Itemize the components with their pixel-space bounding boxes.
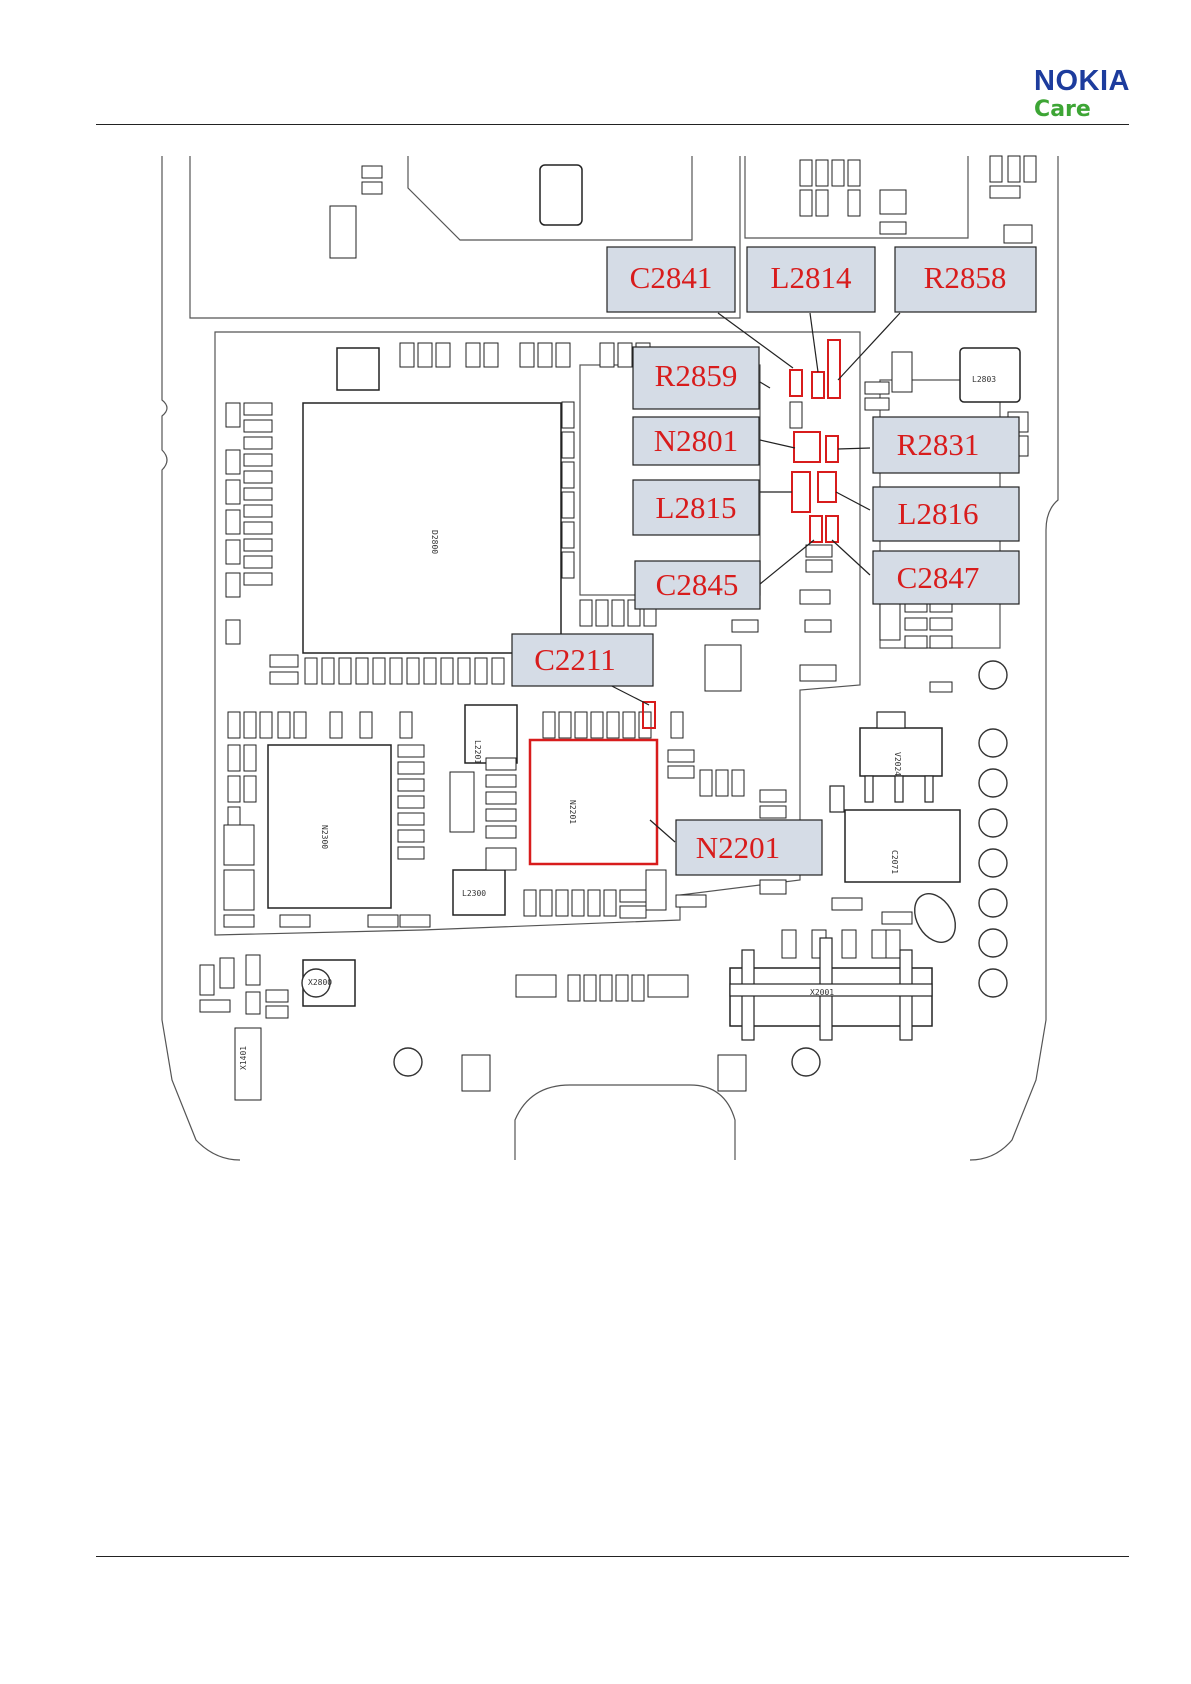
silk-l2803: L2803 xyxy=(972,375,996,384)
callout-r2831: R2831 xyxy=(873,417,1019,473)
silk-n2300: N2300 xyxy=(320,825,329,849)
silk-c2071: C2071 xyxy=(890,850,899,874)
callout-c2841-label: C2841 xyxy=(630,260,713,295)
highlight-l2814 xyxy=(812,372,824,398)
callout-n2201: N2201 xyxy=(676,820,822,875)
callouts: C2841 L2814 R2858 R2859 N2801 R2831 L281… xyxy=(512,247,1036,875)
callout-c2211-label: C2211 xyxy=(534,642,616,677)
callout-c2847: C2847 xyxy=(873,551,1019,604)
silk-x2001: X2001 xyxy=(810,988,834,997)
highlight-l2815 xyxy=(792,472,810,512)
callout-l2814: L2814 xyxy=(747,247,875,312)
callout-l2816-label: L2816 xyxy=(898,496,979,531)
cpu-chip-d2800 xyxy=(303,403,561,653)
capacitor-c2071 xyxy=(845,810,960,882)
callout-l2816: L2816 xyxy=(873,487,1019,541)
highlight-n2201 xyxy=(530,740,657,864)
silk-l2201: L2201 xyxy=(473,740,482,764)
silk-n2201: N2201 xyxy=(568,800,577,824)
callout-c2211: C2211 xyxy=(512,634,653,686)
highlight-c2847 xyxy=(826,516,838,542)
callout-r2859: R2859 xyxy=(633,347,759,409)
highlight-l2816 xyxy=(818,472,836,502)
callout-n2201-label: N2201 xyxy=(696,830,780,865)
callout-c2847-label: C2847 xyxy=(897,560,980,595)
callout-l2814-label: L2814 xyxy=(771,260,852,295)
callout-l2815: L2815 xyxy=(633,480,759,535)
callout-r2859-label: R2859 xyxy=(655,358,738,393)
chip-l2201 xyxy=(465,705,517,763)
highlight-r2858 xyxy=(828,340,840,398)
callout-c2845: C2845 xyxy=(635,561,760,609)
callout-c2841: C2841 xyxy=(607,247,735,312)
callout-r2858-label: R2858 xyxy=(924,260,1007,295)
callout-l2815-label: L2815 xyxy=(656,490,737,525)
callout-c2845-label: C2845 xyxy=(656,567,739,602)
silk-l2300: L2300 xyxy=(462,889,486,898)
top-module xyxy=(540,165,582,225)
callout-n2801-label: N2801 xyxy=(654,423,738,458)
chip-small-top-left xyxy=(337,348,379,390)
highlight-r2831 xyxy=(826,436,838,462)
highlight-n2801 xyxy=(794,432,820,462)
silk-x2800: X2800 xyxy=(308,978,332,987)
highlight-c2845 xyxy=(810,516,822,542)
callout-r2858: R2858 xyxy=(895,247,1036,312)
callout-r2831-label: R2831 xyxy=(897,427,980,462)
silk-d2800: D2800 xyxy=(430,530,439,554)
silk-x1401: X1401 xyxy=(239,1046,248,1070)
silk-v2024: V2024 xyxy=(893,752,902,776)
callout-n2801: N2801 xyxy=(633,417,759,465)
